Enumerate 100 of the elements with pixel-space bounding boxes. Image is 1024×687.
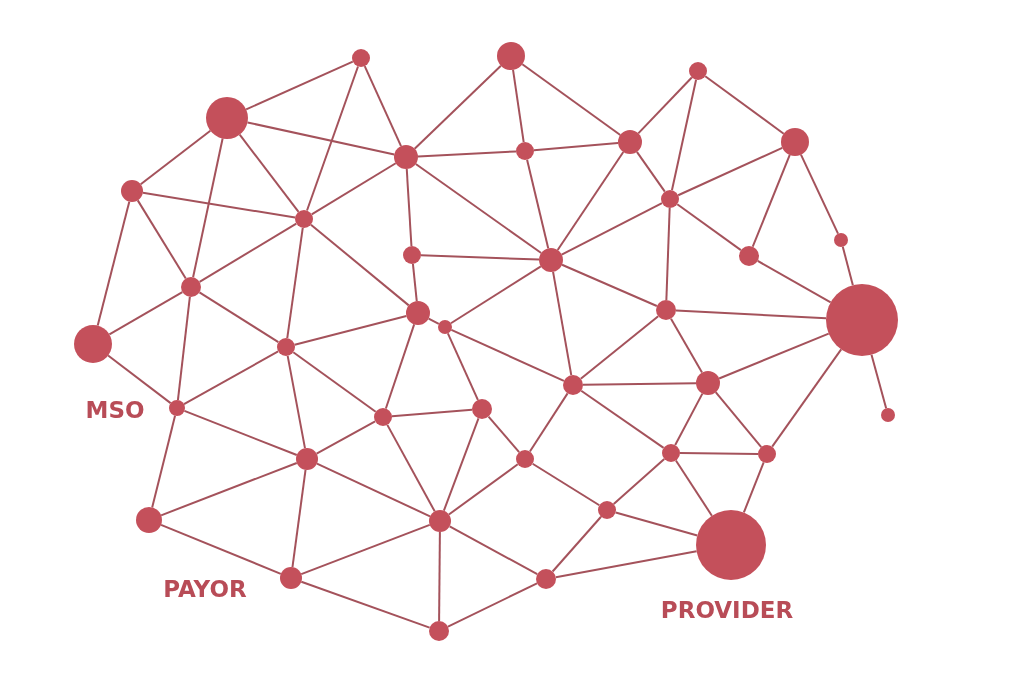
network-node — [121, 180, 143, 202]
connector-line — [107, 354, 172, 405]
connector-line — [160, 523, 282, 575]
connector-line — [315, 462, 432, 518]
connector-line — [531, 462, 601, 507]
node-label: MSO — [85, 398, 145, 422]
connector-line — [141, 191, 297, 219]
connector-line — [108, 291, 184, 336]
connector-line — [526, 158, 550, 250]
connector-line — [176, 295, 191, 402]
network-node — [406, 301, 430, 325]
connector-line — [183, 350, 280, 406]
connector-line — [405, 168, 413, 247]
network-node — [656, 300, 676, 320]
network-node — [834, 233, 848, 247]
connector-line — [286, 354, 306, 450]
connector-line — [136, 199, 187, 280]
connector-line — [552, 270, 573, 377]
connector-line — [292, 351, 377, 413]
connector-line — [390, 408, 474, 418]
network-node — [352, 49, 370, 67]
connector-line — [309, 223, 410, 307]
connector-line — [198, 291, 280, 344]
network-node — [374, 408, 392, 426]
network-node — [296, 448, 318, 470]
connector-line — [676, 203, 742, 252]
connector-line — [438, 531, 441, 622]
connector-line — [293, 315, 408, 346]
connector-line — [151, 414, 177, 509]
connector-line — [704, 75, 785, 135]
connector-line — [310, 162, 397, 216]
connector-line — [675, 309, 828, 320]
network-node — [536, 569, 556, 589]
connector-line — [450, 328, 565, 382]
connector-line — [300, 580, 431, 629]
connector-line — [427, 317, 440, 325]
network-node — [277, 338, 295, 356]
connector-line — [291, 468, 307, 569]
connector-line — [198, 222, 298, 283]
connector-line — [442, 417, 480, 512]
connector-line — [756, 259, 832, 304]
connector-line — [446, 332, 479, 401]
connector-line — [238, 133, 300, 213]
connector-line — [670, 78, 698, 192]
network-node — [881, 408, 895, 422]
network-node — [662, 444, 680, 462]
connector-line — [363, 65, 403, 148]
network-node — [516, 142, 534, 160]
connector-line — [447, 582, 538, 628]
connector-line — [448, 525, 539, 576]
connector-line — [315, 420, 377, 455]
connector-line — [414, 162, 543, 255]
network-node — [618, 130, 642, 154]
network-node — [472, 399, 492, 419]
network-node — [781, 128, 809, 156]
connector-line — [870, 353, 888, 410]
connector-line — [420, 254, 540, 261]
network-node — [539, 248, 563, 272]
connector-line — [841, 245, 854, 287]
connector-line — [413, 64, 502, 150]
network-node — [169, 400, 185, 416]
network-node — [394, 145, 418, 169]
connector-line — [551, 515, 603, 573]
connector-line — [245, 60, 354, 111]
connector-line — [579, 315, 660, 380]
connector-line — [742, 461, 765, 514]
connector-line — [751, 154, 791, 248]
connector-line — [487, 415, 521, 454]
network-node — [661, 190, 679, 208]
connector-line — [771, 348, 843, 448]
connector-line — [160, 461, 298, 517]
connector-line — [674, 459, 713, 517]
network-node — [598, 501, 616, 519]
connector-line — [560, 202, 663, 256]
network-node — [280, 567, 302, 589]
network-node — [516, 450, 534, 468]
node-label: PAYOR — [163, 577, 247, 601]
connector-line — [637, 76, 693, 135]
connector-line — [528, 392, 569, 453]
network-node — [403, 246, 421, 264]
network-node — [563, 375, 583, 395]
connector-line — [96, 200, 131, 327]
connector-line — [417, 150, 517, 158]
connector-line — [554, 550, 698, 579]
connector-line — [447, 463, 519, 516]
node-label: PROVIDER — [660, 598, 794, 622]
connector-line — [799, 153, 840, 235]
connector-line — [532, 142, 620, 152]
network-node — [689, 62, 707, 80]
network-node — [497, 42, 525, 70]
network-node — [181, 277, 201, 297]
connector-line — [677, 146, 784, 197]
connector-line — [300, 523, 431, 576]
connector-line — [139, 129, 212, 186]
connector-line — [582, 382, 697, 386]
connector-line — [580, 389, 665, 449]
connector-line — [679, 452, 759, 455]
connector-line — [718, 332, 830, 380]
connector-line — [674, 392, 704, 447]
connector-line — [612, 458, 666, 505]
